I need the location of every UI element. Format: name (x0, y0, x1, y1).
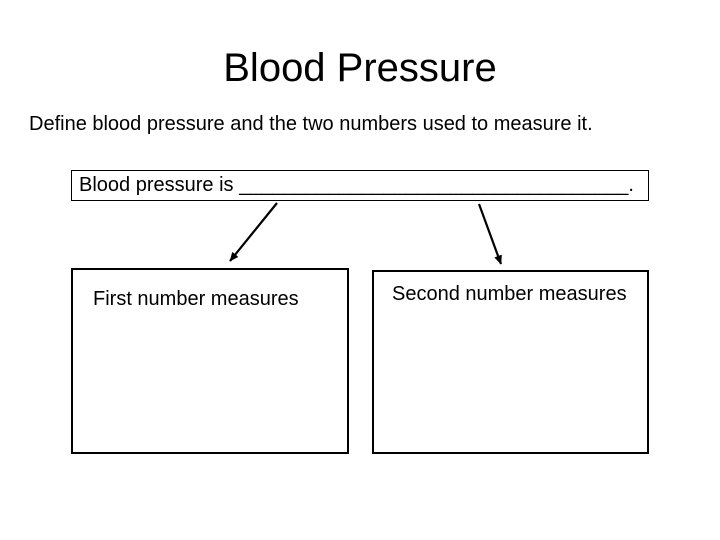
definition-blank-text: Blood pressure is ______________________… (79, 174, 634, 196)
definition-box: Blood pressure is ______________________… (71, 170, 649, 201)
arrow-to-second-box-icon (477, 203, 503, 265)
prompt-text: Define blood pressure and the two number… (29, 113, 593, 135)
first-number-box: First number measures (71, 268, 349, 454)
arrow-to-first-box-icon (229, 202, 278, 262)
second-number-box-label: Second number measures (392, 283, 627, 305)
first-number-box-label: First number measures (93, 288, 299, 310)
second-number-box: Second number measures (372, 270, 649, 454)
slide-title: Blood Pressure (223, 46, 497, 90)
